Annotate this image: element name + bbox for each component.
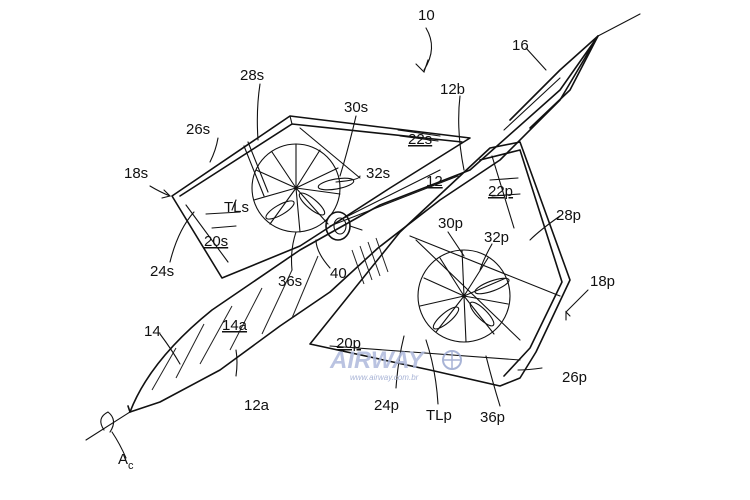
label-Ac-subscript: c xyxy=(128,460,134,472)
label-12a: 12a xyxy=(244,397,270,414)
label-18p: 18p xyxy=(590,273,615,290)
label-22s: 22s xyxy=(408,131,432,148)
starboard-fan xyxy=(251,143,355,233)
label-16: 16 xyxy=(512,37,529,54)
leader-lines xyxy=(111,27,589,459)
label-36p: 36p xyxy=(480,409,505,426)
label-26p: 26p xyxy=(562,369,587,386)
label-24p: 24p xyxy=(374,397,399,414)
label-12b: 12b xyxy=(440,81,465,98)
label-28p: 28p xyxy=(556,207,581,224)
label-TLs: TLs xyxy=(224,199,249,216)
port-wing xyxy=(309,141,571,387)
label-22p: 22p xyxy=(488,183,513,200)
label-24s: 24s xyxy=(150,263,174,280)
label-30s: 30s xyxy=(344,99,368,116)
port-fan xyxy=(417,249,511,343)
reference-labels: 10 16 12b 28s 30s 26s 22s 18s 32s 12 22p… xyxy=(118,7,615,472)
label-30p: 30p xyxy=(438,215,463,232)
label-26s: 26s xyxy=(186,121,210,138)
watermark-brand: AIRWAY xyxy=(329,347,426,374)
label-14a: 14a xyxy=(222,317,248,334)
label-14: 14 xyxy=(144,323,161,340)
label-40: 40 xyxy=(330,265,347,282)
label-20p: 20p xyxy=(336,335,361,352)
fuselage xyxy=(85,13,641,441)
label-20s: 20s xyxy=(204,233,228,250)
label-36s: 36s xyxy=(278,273,302,290)
watermark-url: www.airway.com.br xyxy=(350,373,419,382)
label-Ac: Ac xyxy=(118,451,134,472)
globe-icon-lines xyxy=(443,351,461,369)
starboard-wing xyxy=(171,115,471,279)
label-TLp: TLp xyxy=(426,407,452,424)
label-28s: 28s xyxy=(240,67,264,84)
label-32p: 32p xyxy=(484,229,509,246)
label-10: 10 xyxy=(418,7,435,24)
label-32s: 32s xyxy=(366,165,390,182)
label-18s: 18s xyxy=(124,165,148,182)
airway-watermark: AIRWAY www.airway.com.br xyxy=(329,347,462,382)
label-12: 12 xyxy=(426,173,443,190)
